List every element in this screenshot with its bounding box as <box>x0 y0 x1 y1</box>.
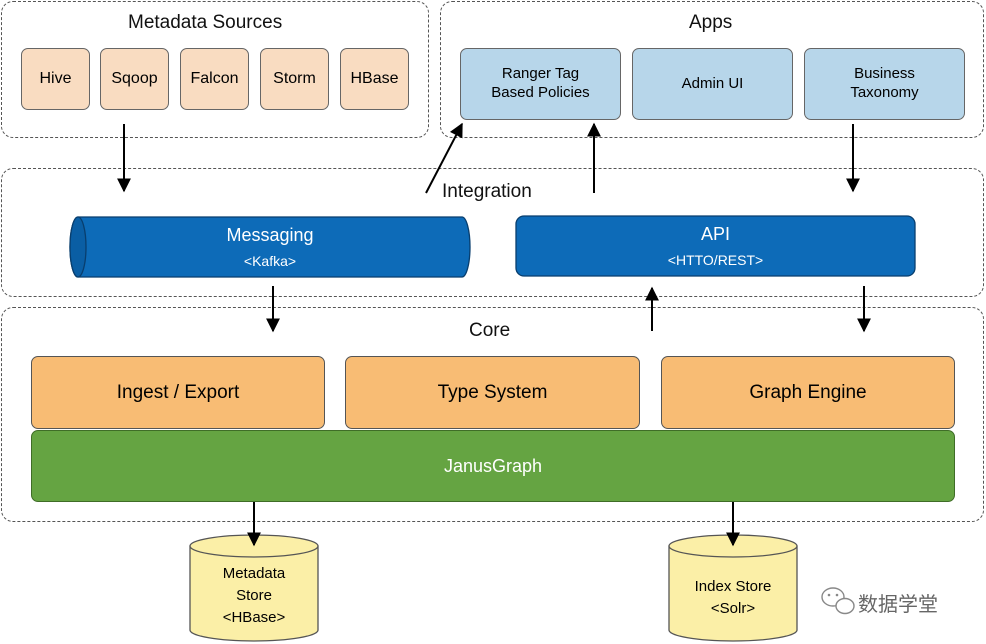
app-admin-ui-label: Admin UI <box>681 74 744 92</box>
api-label: API <box>700 224 730 244</box>
core-group <box>1 307 984 522</box>
source-hbase-label: HBase <box>350 70 399 87</box>
janusgraph-label: JanusGraph <box>443 455 543 476</box>
index-store-cylinder <box>668 534 798 642</box>
app-admin-ui: Admin UI <box>632 48 793 120</box>
source-falcon: Falcon <box>180 48 249 110</box>
messaging-sub-label: <Kafka> <box>243 252 297 269</box>
source-sqoop-label: Sqoop <box>111 70 158 87</box>
source-storm: Storm <box>260 48 329 110</box>
metadata-sources-group <box>1 1 429 138</box>
app-business-line1: Business <box>854 65 915 83</box>
app-ranger-line1: Ranger Tag <box>501 65 580 83</box>
arrows <box>117 122 871 547</box>
core-graph-engine: Graph Engine <box>661 356 955 429</box>
metadata-sources-title: Metadata Sources <box>124 12 287 34</box>
core-ingest-export: Ingest / Export <box>31 356 325 429</box>
metadata-store-line3: <HBase> <box>222 608 286 626</box>
metadata-store-line1: Metadata <box>222 565 286 582</box>
metadata-store-label: Metadata Store <HBase> <box>190 563 318 628</box>
integration-group <box>1 168 984 297</box>
messaging-label-block: Messaging <Kafka> <box>78 217 462 277</box>
api-sub-label: <HTTO/REST> <box>667 251 764 268</box>
metadata-store-line2: Store <box>236 586 272 604</box>
api-label-block: API <HTTO/REST> <box>516 216 915 276</box>
source-hive-label: Hive <box>39 70 72 87</box>
source-sqoop: Sqoop <box>100 48 169 110</box>
apps-group <box>440 1 984 138</box>
janusgraph-bar: JanusGraph <box>31 430 955 502</box>
source-falcon-label: Falcon <box>190 70 239 87</box>
core-graph-engine-label: Graph Engine <box>749 381 867 403</box>
index-store-label: Index Store <Solr> <box>669 576 797 620</box>
core-type-system: Type System <box>345 356 640 429</box>
app-business-line2: Taxonomy <box>850 84 919 101</box>
apps-title: Apps <box>685 12 737 34</box>
arrow-integration-to-ranger <box>425 122 463 194</box>
api-box <box>515 215 916 277</box>
messaging-label: Messaging <box>226 225 314 245</box>
index-store-line2: <Solr> <box>710 599 756 617</box>
source-hbase: HBase <box>340 48 409 110</box>
messaging-cylinder <box>69 216 471 278</box>
app-ranger-line2: Based Policies <box>491 84 590 101</box>
core-type-system-label: Type System <box>437 381 548 403</box>
app-ranger-tag-policies: Ranger Tag Based Policies <box>460 48 621 120</box>
source-hive: Hive <box>21 48 90 110</box>
wechat-icon <box>821 587 855 615</box>
index-store-line1: Index Store <box>694 578 772 595</box>
core-title: Core <box>465 320 515 342</box>
integration-title: Integration <box>438 181 536 203</box>
app-business-taxonomy: Business Taxonomy <box>804 48 965 120</box>
core-ingest-export-label: Ingest / Export <box>116 381 240 403</box>
watermark-text: 数据学堂 <box>858 594 938 616</box>
source-storm-label: Storm <box>273 70 316 87</box>
